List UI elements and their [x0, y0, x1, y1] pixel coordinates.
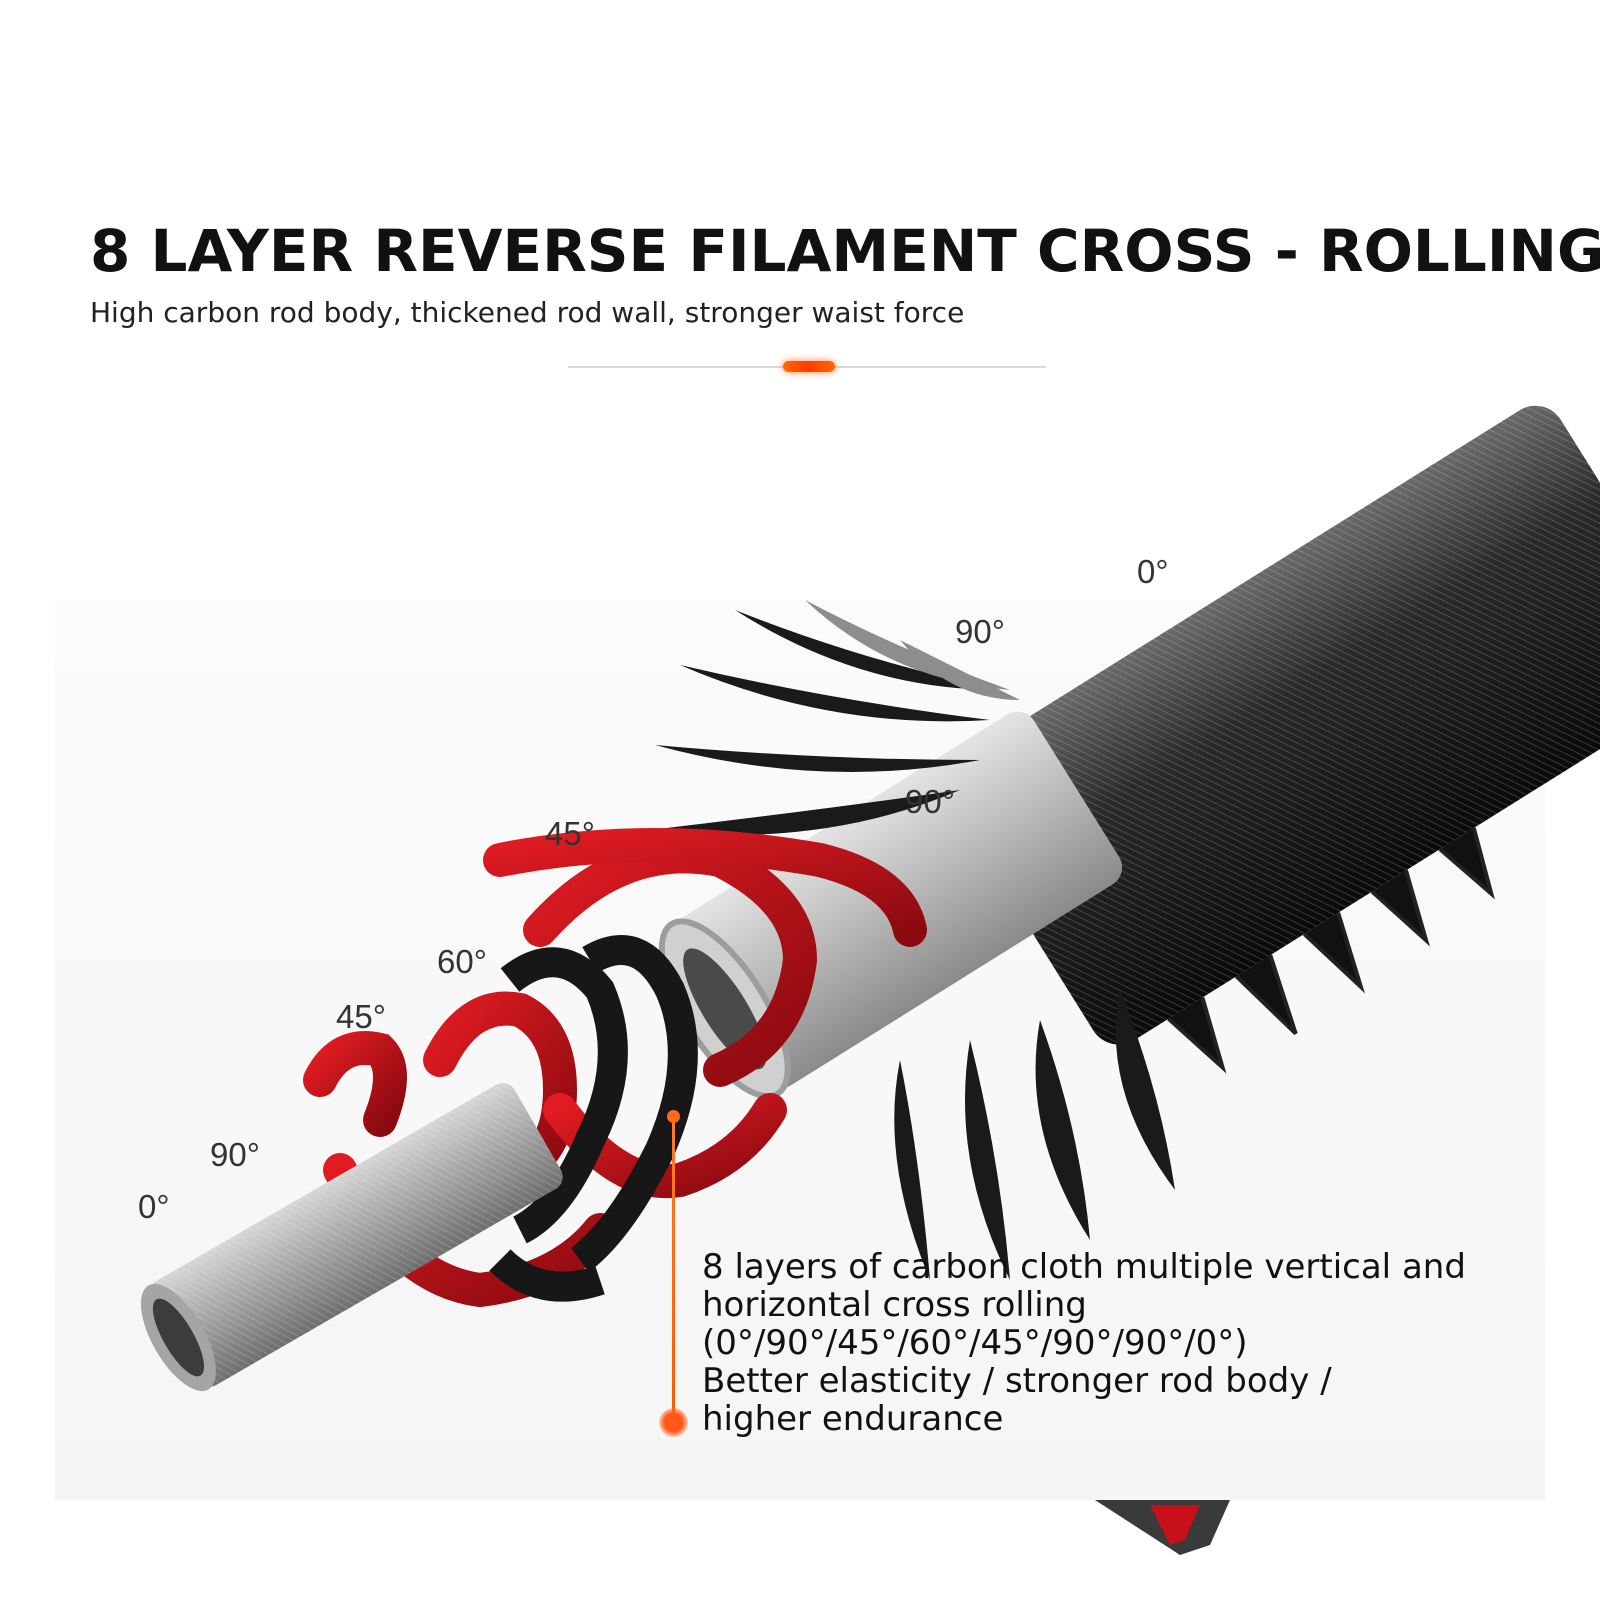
gray-fins: [805, 600, 1020, 700]
callout-leader-line: [672, 1117, 675, 1417]
black-rings: [489, 935, 698, 1302]
angle-label-inner-0: 0°: [138, 1188, 170, 1225]
description-line-3: (0°/90°/45°/60°/45°/90°/90°/0°): [702, 1323, 1248, 1363]
inner-core-rod: [140, 1083, 563, 1392]
description-line-4: Better elasticity / stronger rod body /: [702, 1361, 1332, 1401]
description-line-2: horizontal cross rolling: [702, 1285, 1087, 1325]
angle-label-outer-0: 0°: [1137, 553, 1169, 590]
subheadline: High carbon rod body, thickened rod wall…: [90, 296, 965, 329]
angle-label-outer-90-upper: 90°: [955, 613, 1005, 650]
divider-accent: [783, 361, 835, 372]
red-spiral-layers: [303, 828, 927, 1308]
black-fins: [650, 610, 1175, 1280]
rod-segment-accessory: [1095, 1500, 1230, 1555]
angle-label-inner-60: 60°: [437, 943, 487, 980]
angle-label-outer-90-lower: 90°: [905, 783, 955, 820]
headline: 8 LAYER REVERSE FILAMENT CROSS - ROLLING: [90, 217, 1600, 285]
description-line-1: 8 layers of carbon cloth multiple vertic…: [702, 1247, 1466, 1287]
layer-description: 8 layers of carbon cloth multiple vertic…: [702, 1248, 1522, 1438]
angle-label-inner-45: 45°: [336, 998, 386, 1035]
callout-dot: [659, 1408, 688, 1437]
outer-black-tube: [945, 405, 1600, 1074]
angle-label-inner-90: 90°: [210, 1136, 260, 1173]
angle-label-inner-45-upper: 45°: [545, 815, 595, 852]
callout-anchor-dot: [667, 1110, 680, 1123]
description-line-5: higher endurance: [702, 1399, 1004, 1439]
